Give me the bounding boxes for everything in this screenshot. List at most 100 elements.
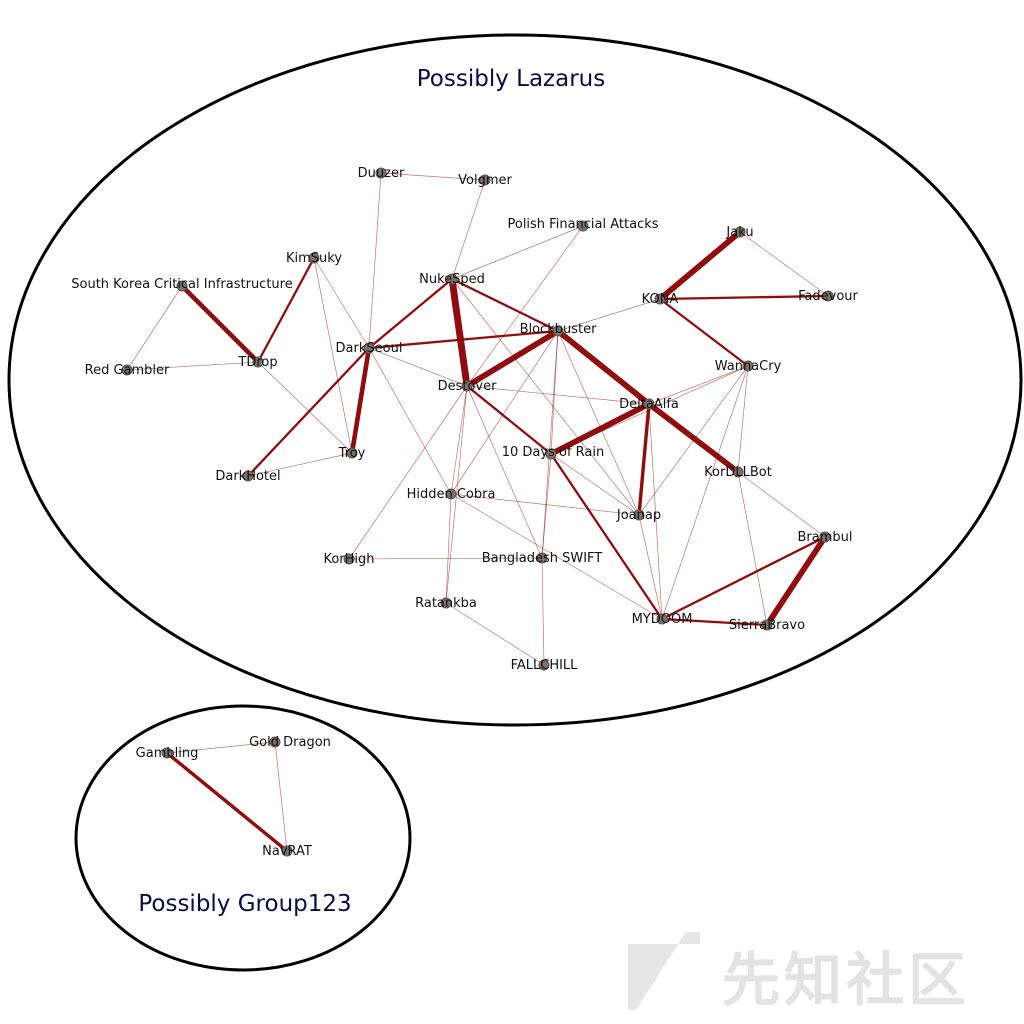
node-marker[interactable] <box>761 619 773 631</box>
node-marker[interactable] <box>734 226 746 238</box>
node-jaku[interactable]: Jaku <box>725 225 753 240</box>
node-marker[interactable] <box>479 174 491 186</box>
node-korddlbot[interactable]: KorDLLBot <box>704 465 772 480</box>
node-label-hiddencobra: Hidden Cobra <box>407 487 496 502</box>
edge-nukesped-blockbuster <box>450 277 560 333</box>
node-marker[interactable] <box>742 360 754 372</box>
edge-destover-bdswift <box>466 385 543 559</box>
edge-nukesped-joanap <box>451 278 640 516</box>
node-navrat[interactable]: NavRAT <box>262 844 312 859</box>
node-redgambler[interactable]: Red Gambler <box>85 363 170 378</box>
edge-wannacry-korddlbot <box>737 365 749 473</box>
edge-gambling-navrat <box>165 751 289 853</box>
node-marker[interactable] <box>446 273 458 285</box>
node-marker[interactable] <box>732 466 744 478</box>
node-darkhotel[interactable]: DarkHotel <box>215 469 280 484</box>
node-marker[interactable] <box>643 398 655 410</box>
node-marker[interactable] <box>445 488 457 500</box>
node-darkseoul[interactable]: DarkSeoul <box>336 341 403 356</box>
node-marker[interactable] <box>346 447 358 459</box>
node-marker[interactable] <box>577 220 589 232</box>
edge-destover-tendays <box>465 384 553 456</box>
edge-golddragon-navrat <box>274 741 288 852</box>
node-label-darkseoul: DarkSeoul <box>336 341 403 356</box>
node-label-darkhotel: DarkHotel <box>215 469 280 484</box>
node-marker[interactable] <box>161 747 173 759</box>
node-tdrop[interactable]: TDrop <box>237 355 277 370</box>
edge-darkseoul-troy <box>349 345 372 456</box>
node-destover[interactable]: Destover <box>438 379 498 394</box>
node-ratankba[interactable]: Ratankba <box>415 596 477 611</box>
node-marker[interactable] <box>461 380 473 392</box>
node-bdswift[interactable]: Bangladesh SWIFT <box>482 551 603 566</box>
node-marker[interactable] <box>308 252 320 264</box>
node-marker[interactable] <box>440 597 452 609</box>
node-marker[interactable] <box>176 280 188 292</box>
edge-jaku-kona <box>657 229 743 302</box>
node-kimsuky[interactable]: KimSuky <box>286 251 342 266</box>
node-korhigh[interactable]: KorHigh <box>323 552 374 567</box>
node-troy[interactable]: Troy <box>338 446 366 461</box>
node-marker[interactable] <box>242 470 254 482</box>
edge-deltaalfa-joanap <box>637 402 651 517</box>
node-marker[interactable] <box>375 167 387 179</box>
edge-blockbuster-bdswift <box>541 330 559 559</box>
node-deltaalfa[interactable]: DeltaAlfa <box>619 397 679 412</box>
edge-skci-tdrop <box>179 283 261 365</box>
node-label-troy: Troy <box>338 446 366 461</box>
node-marker[interactable] <box>121 364 133 376</box>
node-marker[interactable] <box>536 552 548 564</box>
node-label-nukesped: NukeSped <box>419 272 485 287</box>
edge-kimsuky-darkseoul <box>313 257 370 349</box>
node-fadevour[interactable]: Fadevour <box>798 289 858 304</box>
node-tendays[interactable]: 10 Days of Rain <box>502 445 604 460</box>
node-fallchill[interactable]: FALLCHILL <box>511 658 579 673</box>
node-label-bdswift: Bangladesh SWIFT <box>482 551 603 566</box>
edge-ratankba-fallchill <box>445 602 545 666</box>
node-marker[interactable] <box>363 342 375 354</box>
node-nukesped[interactable]: NukeSped <box>419 272 485 287</box>
edge-polish-destover <box>466 225 584 387</box>
node-gambling[interactable]: Gambling <box>136 746 199 761</box>
edges-layer <box>126 172 830 853</box>
node-label-golddragon: Gold Dragon <box>249 735 331 750</box>
node-joanap[interactable]: Joanap <box>616 508 661 523</box>
edge-duuzer-darkseoul <box>368 172 382 349</box>
node-label-kona: KONA <box>642 292 679 307</box>
node-marker[interactable] <box>545 448 557 460</box>
node-polish[interactable]: Polish Financial Attacks <box>507 217 658 232</box>
edge-blockbuster-kona <box>557 298 661 332</box>
node-sierrabravo[interactable]: SierraBravo <box>729 618 805 633</box>
edge-jaku-fadevour <box>739 231 829 297</box>
node-blockbuster[interactable]: Blockbuster <box>520 322 598 337</box>
node-marker[interactable] <box>819 531 831 543</box>
edge-kona-fadevour <box>658 294 830 301</box>
node-duuzer[interactable]: Duuzer <box>358 166 405 181</box>
node-marker[interactable] <box>252 356 264 368</box>
node-mydoom[interactable]: MYDOOM <box>632 612 693 627</box>
node-wannacry[interactable]: WannaCry <box>715 359 782 374</box>
node-marker[interactable] <box>633 509 645 521</box>
node-marker[interactable] <box>269 736 281 748</box>
node-marker[interactable] <box>343 553 355 565</box>
node-marker[interactable] <box>281 845 293 857</box>
node-label-ratankba: Ratankba <box>415 596 477 611</box>
node-kona[interactable]: KONA <box>642 292 679 307</box>
node-marker[interactable] <box>822 290 834 302</box>
edge-volgmer-nukesped <box>451 179 486 280</box>
node-marker[interactable] <box>538 659 550 671</box>
edge-hiddencobra-mydoom <box>450 493 663 620</box>
node-golddragon[interactable]: Gold Dragon <box>249 735 331 750</box>
watermark-text: 先知社区 <box>722 946 970 1014</box>
node-skci[interactable]: South Korea Critical Infrastructure <box>71 277 292 292</box>
node-marker[interactable] <box>654 293 666 305</box>
node-label-wannacry: WannaCry <box>715 359 782 374</box>
node-marker[interactable] <box>656 613 668 625</box>
edge-deltaalfa-tendays <box>548 401 652 457</box>
node-volgmer[interactable]: Volgmer <box>458 173 512 188</box>
node-hiddencobra[interactable]: Hidden Cobra <box>407 487 496 502</box>
node-marker[interactable] <box>552 325 564 337</box>
node-brambul[interactable]: Brambul <box>798 530 853 545</box>
edge-wannacry-tendays <box>550 365 749 455</box>
